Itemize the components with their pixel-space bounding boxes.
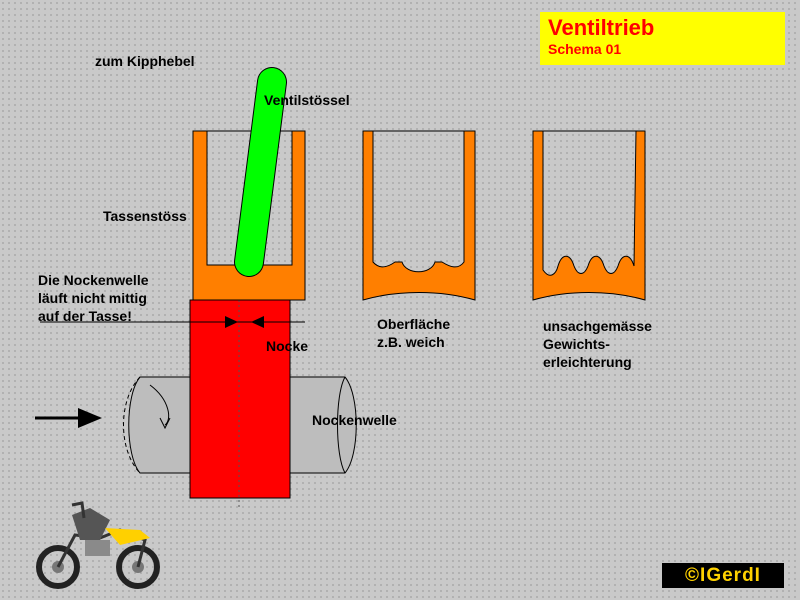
label-tassenstoessel: Tassenstöss (103, 208, 187, 224)
label-kipphebel: zum Kipphebel (95, 53, 195, 69)
page-title: Ventiltrieb (548, 15, 655, 40)
label-unsach-2: Gewichts- (543, 336, 610, 352)
copyright-badge: ©IGerdI (662, 563, 784, 588)
camshaft-end (337, 376, 346, 474)
camshaft-rotation-path (123, 376, 141, 474)
rotation-arrow-head (159, 417, 171, 430)
tappet-weight-relief (532, 130, 646, 301)
motorcycle-icon (36, 501, 160, 589)
cam-lobe (189, 299, 291, 499)
offset-arrow-right (251, 316, 264, 328)
note-line-3: auf der Tasse! (38, 308, 132, 324)
valve-stem (235, 68, 286, 276)
note-line-2: läuft nicht mittig (38, 290, 147, 306)
rotation-indicator (149, 384, 170, 426)
offset-arrow-left (225, 316, 238, 328)
label-unsach-1: unsachgemässe (543, 318, 652, 334)
tappet-soft-surface (362, 130, 476, 301)
arrow-right-icon (35, 408, 102, 428)
label-nockenwelle: Nockenwelle (312, 412, 397, 428)
label-unsach-3: erleichterung (543, 354, 632, 370)
title-box: Ventiltrieb Schema 01 (540, 12, 785, 65)
label-oberflaeche-1: Oberfläche (377, 316, 451, 332)
note-line-1: Die Nockenwelle (38, 272, 149, 288)
label-nocke: Nocke (266, 338, 309, 354)
label-oberflaeche-2: z.B. weich (377, 334, 445, 350)
page-subtitle: Schema 01 (548, 41, 622, 57)
label-ventilstoessel: Ventilstössel (264, 92, 350, 108)
